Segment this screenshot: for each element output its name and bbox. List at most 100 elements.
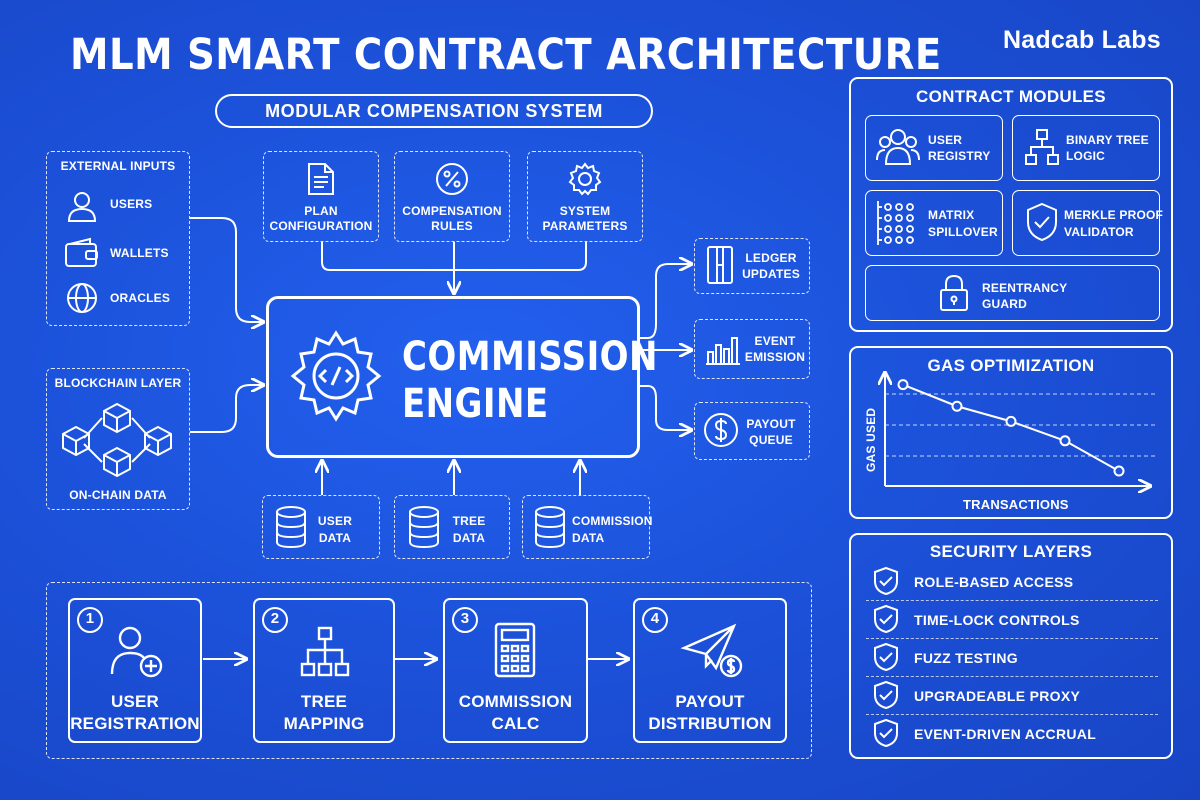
gas-trend-line [902, 383, 1120, 472]
datastore-box-tree [394, 495, 510, 559]
datastore-label-commission-2: DATA [572, 531, 605, 545]
shield-check-icon [874, 642, 898, 672]
page-title: MLM SMART CONTRACT ARCHITECTURE [70, 30, 942, 80]
step-number-badge [642, 607, 668, 633]
shield-check-icon [874, 680, 898, 710]
step-label-tree-2: MAPPING [283, 714, 365, 733]
module-label-reentrancy-2: GUARD [982, 297, 1027, 311]
external-inputs-box [46, 151, 190, 326]
paper-plane-dollar-icon [680, 623, 743, 678]
gas-trend-point [951, 400, 963, 412]
module-card-merkle-proof [1012, 190, 1160, 256]
engine-title-2: ENGINE [402, 381, 549, 427]
step-number-2: 2 [270, 610, 280, 627]
arrow-engine-to-ledger [640, 264, 690, 339]
module-label-binary-tree-1: BINARY TREE [1066, 133, 1149, 147]
step-number-3: 3 [460, 610, 470, 627]
config-label-params-1: SYSTEM [559, 204, 611, 218]
gas-chart-y-label: GAS USED [864, 407, 878, 472]
output-box-ledger [694, 238, 810, 294]
datastore-label-user-2: DATA [318, 531, 352, 545]
gear-icon [568, 162, 602, 196]
gas-trend-point [1059, 435, 1071, 447]
shield-check-icon [874, 566, 898, 596]
security-item-label: EVENT-DRIVEN ACCRUAL [914, 726, 1097, 742]
security-item-label: UPGRADEABLE PROXY [914, 688, 1081, 704]
contract-modules-panel [849, 77, 1173, 332]
external-inputs-title: EXTERNAL INPUTS [60, 159, 176, 173]
security-layers-panel [849, 533, 1173, 759]
security-item-divider [866, 714, 1158, 715]
input-label-users: USERS [110, 197, 153, 211]
module-card-matrix-spillover [865, 190, 1003, 256]
config-label-plan-1: PLAN [304, 204, 338, 218]
step-number-1: 1 [85, 610, 95, 627]
gas-trend-point [897, 379, 909, 391]
gas-trend-point [1005, 415, 1017, 427]
step-card-payout [633, 598, 787, 743]
calculator-icon [494, 622, 536, 678]
dollar-coin-icon [704, 413, 738, 447]
datastore-label-user-1: USER [317, 514, 353, 528]
module-card-binary-tree [1012, 115, 1160, 181]
brand-logo-text: Nadcab Labs [1003, 26, 1161, 54]
output-box-payout [694, 402, 810, 460]
matrix-grid-icon [877, 201, 914, 245]
security-item-divider [866, 676, 1158, 677]
datastore-box-user [262, 495, 380, 559]
module-label-matrix-2: SPILLOVER [928, 225, 998, 239]
shield-check-icon [1027, 202, 1057, 242]
step-card-registration [68, 598, 202, 743]
module-label-matrix-1: MATRIX [928, 208, 975, 222]
security-item-label: TIME-LOCK CONTROLS [914, 612, 1080, 628]
datastore-box-commission [522, 495, 650, 559]
module-label-user-registry-2: REGISTRY [928, 149, 991, 163]
datastore-label-tree-1: TREE [452, 514, 486, 528]
module-label-reentrancy-1: REENTRANCY [982, 281, 1068, 295]
gas-optimization-panel [849, 346, 1173, 519]
step-number-badge [77, 607, 103, 633]
blockchain-layer-footer: ON-CHAIN DATA [69, 488, 167, 502]
datastore-label-commission-1: COMMISSION [572, 514, 653, 528]
datastore-label-tree-2: DATA [452, 531, 486, 545]
step-label-payout-2: DISTRIBUTION [648, 714, 772, 733]
security-item-label: ROLE-BASED ACCESS [914, 574, 1074, 590]
database-icon [535, 506, 565, 549]
arrow-blockchain-to-engine [190, 385, 262, 433]
input-label-oracles: ORACLES [110, 291, 171, 305]
step-number-badge [452, 607, 478, 633]
security-item-divider [866, 600, 1158, 601]
code-gear-icon [290, 330, 382, 422]
security-item-divider [866, 638, 1158, 639]
lock-icon [940, 274, 968, 311]
config-label-rules-2: RULES [431, 219, 473, 233]
security-layers-title: SECURITY LAYERS [929, 542, 1093, 561]
step-label-commission-1: COMMISSION [458, 692, 573, 711]
arrow-engine-to-payout [640, 385, 690, 430]
config-box-rules [394, 151, 510, 242]
module-label-user-registry-1: USER [928, 133, 963, 147]
config-label-params-2: PARAMETERS [542, 219, 628, 233]
user-add-icon [110, 626, 163, 678]
commission-engine-box [266, 296, 640, 458]
config-label-plan-2: CONFIGURATION [269, 219, 373, 233]
document-icon [308, 163, 334, 195]
shield-check-icon [874, 604, 898, 634]
blockchain-layer-box [46, 368, 190, 510]
step-number-4: 4 [650, 610, 660, 627]
gas-chart-x-label: TRANSACTIONS [963, 497, 1069, 512]
output-label-payout-1: PAYOUT [746, 417, 796, 431]
output-label-ledger-1: LEDGER [745, 251, 797, 265]
module-card-reentrancy-guard [865, 265, 1160, 321]
module-label-merkle-2: VALIDATOR [1064, 225, 1134, 239]
output-label-event-1: EVENT [754, 334, 796, 348]
step-label-registration-2: REGISTRATION [70, 714, 200, 733]
blockchain-cubes-icon [62, 402, 172, 478]
process-flow-box [46, 582, 812, 759]
output-box-event [694, 319, 810, 379]
users-group-icon [876, 129, 920, 165]
database-icon [276, 506, 306, 549]
step-label-payout-1: PAYOUT [675, 692, 745, 711]
output-label-ledger-2: UPDATES [742, 267, 800, 281]
module-label-binary-tree-2: LOGIC [1066, 149, 1105, 163]
